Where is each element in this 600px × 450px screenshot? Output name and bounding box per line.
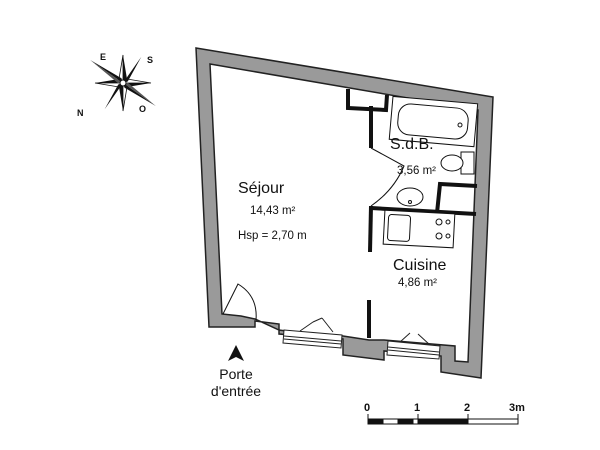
ceiling-height-label: Hsp = 2,70 m <box>238 230 307 242</box>
entrance-label-line1: Porte <box>219 366 253 382</box>
room-name-sdb: S.d.B. <box>390 136 434 153</box>
scale-tick-0: 0 <box>364 402 371 414</box>
sink-basin <box>387 214 412 242</box>
entrance-label-line2: d'entrée <box>210 383 262 399</box>
entrance-label: Porte d'entrée <box>200 366 272 400</box>
entrance-door-swing <box>222 283 257 321</box>
compass-south-label: S <box>147 55 154 65</box>
scale-tick-3m: 3m <box>509 402 525 414</box>
exterior-wall <box>195 47 494 379</box>
doors <box>222 147 405 321</box>
washbasin <box>396 187 424 207</box>
windows <box>282 317 441 360</box>
room-area-sejour: 14,43 m² <box>250 205 296 217</box>
entrance-arrow-icon <box>228 345 244 361</box>
toilet-bowl <box>440 154 464 172</box>
scale-tick-1: 1 <box>414 402 421 414</box>
compass-east-label: E <box>100 52 107 62</box>
room-name-cuisine: Cuisine <box>393 257 447 274</box>
compass-west-label: O <box>139 104 147 114</box>
sdb-door-swing <box>370 147 405 207</box>
room-area-cuisine: 4,86 m² <box>398 277 437 289</box>
room-name-sejour: Séjour <box>238 180 285 197</box>
scale-bar <box>367 414 519 425</box>
fixtures <box>382 95 479 249</box>
outer-walls <box>195 47 494 379</box>
scale-tick-2: 2 <box>464 402 471 414</box>
compass-north-label: N <box>77 108 84 118</box>
room-area-sdb: 3,56 m² <box>397 165 436 177</box>
interior-walls <box>346 89 478 338</box>
